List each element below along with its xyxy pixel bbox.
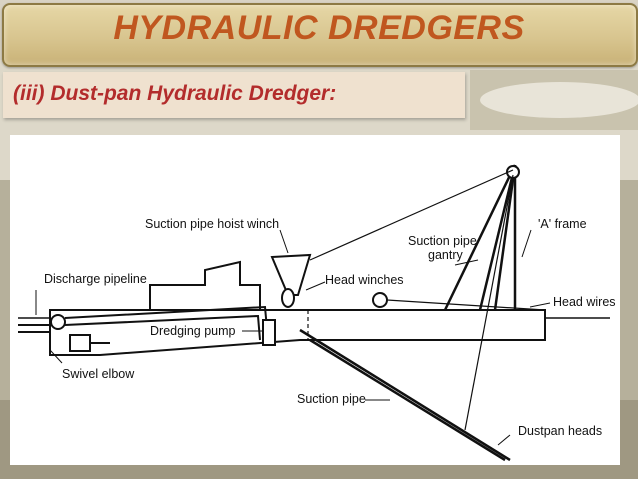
head-winch xyxy=(372,292,388,308)
label-gantry-1: Suction pipe xyxy=(408,234,477,248)
hoist-wire xyxy=(309,169,514,261)
hoist-winch-drum xyxy=(281,288,295,308)
label-a-frame: 'A' frame xyxy=(538,217,587,231)
dredging-pump xyxy=(262,319,276,346)
slide-subtitle: (iii) Dust-pan Hydraulic Dredger: xyxy=(13,82,337,105)
dredger-diagram: Suction pipe hoist winch 'A' frame Sucti… xyxy=(18,164,616,462)
suction-pipe xyxy=(299,328,511,462)
a-frame-leg xyxy=(443,164,517,311)
hull xyxy=(49,309,546,356)
slide-title: HYDRAULIC DREDGERS xyxy=(113,9,525,47)
label-suction-pipe: Suction pipe xyxy=(297,392,366,406)
swivel-elbow xyxy=(69,334,91,352)
title-banner xyxy=(2,3,638,67)
subtitle-box: (iii) Dust-pan Hydraulic Dredger: xyxy=(3,72,465,118)
label-head-wires: Head wires xyxy=(553,295,616,309)
discharge-joint xyxy=(50,314,66,330)
label-swivel-elbow: Swivel elbow xyxy=(62,367,135,381)
hoist-winch-funnel xyxy=(270,253,312,296)
label-gantry-2: gantry xyxy=(428,248,463,262)
diagram-panel xyxy=(10,135,620,465)
dustpan-wire xyxy=(464,174,514,431)
label-dustpan-heads: Dustpan heads xyxy=(518,424,602,438)
label-hoist-winch: Suction pipe hoist winch xyxy=(145,217,279,231)
deckhouse xyxy=(149,260,261,310)
label-dredging-pump: Dredging pump xyxy=(150,324,236,338)
label-head-winches: Head winches xyxy=(325,273,404,287)
label-discharge-pipeline: Discharge pipeline xyxy=(44,272,147,286)
